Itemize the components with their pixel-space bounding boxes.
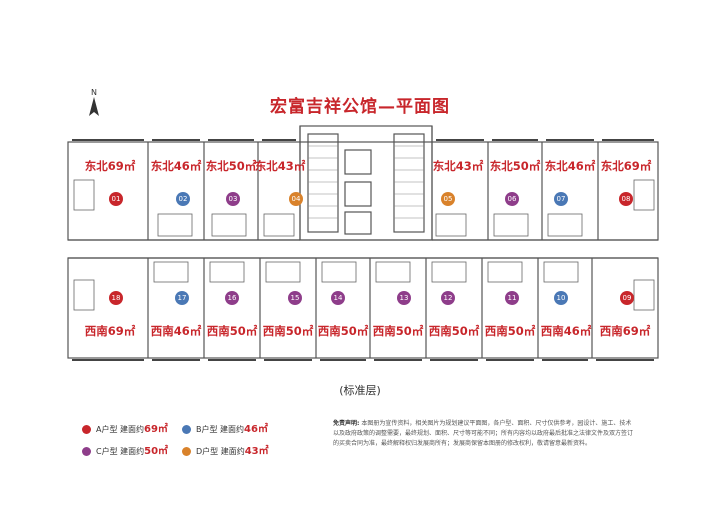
unit-14-badge: 14: [331, 291, 345, 305]
unit-13-badge: 13: [397, 291, 411, 305]
legend-area-d: 43㎡: [244, 446, 269, 457]
plan-title: 宏富吉祥公馆—平面图: [270, 97, 450, 117]
unit-15-label: 西南50㎡: [262, 324, 314, 338]
unit-12-badge: 12: [441, 291, 455, 305]
legend-item-c: C户型 建面约50㎡: [82, 442, 168, 457]
unit-09-label: 西南69㎡: [599, 324, 651, 338]
legend-label-c: C户型 建面约: [96, 447, 145, 456]
unit-02-badge: 02: [176, 192, 190, 206]
unit-07-label: 东北46㎡: [544, 159, 596, 173]
legend-label-b: B户型 建面约: [196, 425, 245, 434]
unit-12-label: 西南50㎡: [428, 324, 480, 338]
unit-05-badge: 05: [441, 192, 455, 206]
unit-01-label: 东北69㎡: [84, 159, 136, 173]
unit-16-label: 西南50㎡: [206, 324, 258, 338]
floor-label: (标准层): [339, 384, 381, 397]
unit-06-badge: 06: [505, 192, 519, 206]
unit-15-badge: 15: [288, 291, 302, 305]
legend-dot-c: [82, 447, 91, 456]
unit-09-badge: 09: [620, 291, 634, 305]
unit-17-badge: 17: [175, 291, 189, 305]
unit-02-label: 东北46㎡: [150, 159, 202, 173]
unit-11-label: 西南50㎡: [484, 324, 536, 338]
unit-07-badge: 07: [554, 192, 568, 206]
unit-17-label: 西南46㎡: [150, 324, 202, 338]
legend-item-b: B户型 建面约46㎡: [182, 420, 268, 435]
unit-05-label: 东北43㎡: [432, 159, 484, 173]
unit-08-label: 东北69㎡: [600, 159, 652, 173]
unit-18-badge: 18: [109, 291, 123, 305]
legend-label-a: A户型 建面约: [96, 425, 145, 434]
unit-03-label: 东北50㎡: [205, 159, 257, 173]
unit-08-badge: 08: [619, 192, 633, 206]
floor-plan-drawing: [67, 125, 659, 361]
unit-04-label: 东北43㎡: [254, 159, 306, 173]
disclaimer: 免责声明: 本图册为宣传资料，相关图片为规划建议平面图，各户型、面积、尺寸仅供参…: [333, 419, 633, 449]
unit-06-label: 东北50㎡: [489, 159, 541, 173]
unit-10-badge: 10: [554, 291, 568, 305]
unit-16-badge: 16: [225, 291, 239, 305]
legend-area-a: 69㎡: [144, 424, 168, 435]
svg-text:N: N: [91, 88, 97, 97]
unit-type-legend: A户型 建面约69㎡ B户型 建面约46㎡ C户型 建面约50㎡ D户型 建面约…: [82, 420, 322, 460]
north-arrow-icon: N: [89, 88, 99, 116]
legend-item-a: A户型 建面约69㎡: [82, 420, 168, 435]
legend-area-c: 50㎡: [144, 446, 169, 457]
disclaimer-text: 本图册为宣传资料，相关图片为规划建议平面图，各户型、面积、尺寸仅供参考，园设计、…: [333, 420, 634, 447]
legend-dot-a: [82, 425, 91, 434]
unit-18-label: 西南69㎡: [84, 324, 136, 338]
unit-10-label: 西南46㎡: [540, 324, 592, 338]
legend-area-b: 46㎡: [244, 424, 268, 435]
legend-label-d: D户型 建面约: [196, 447, 245, 456]
unit-04-badge: 04: [289, 192, 303, 206]
unit-01-badge: 01: [109, 192, 123, 206]
disclaimer-title: 免责声明:: [333, 420, 360, 427]
unit-14-label: 西南50㎡: [317, 324, 369, 338]
legend-item-d: D户型 建面约43㎡: [182, 442, 269, 457]
unit-03-badge: 03: [226, 192, 240, 206]
legend-dot-d: [182, 447, 191, 456]
unit-11-badge: 11: [505, 291, 519, 305]
legend-dot-b: [182, 425, 191, 434]
unit-13-label: 西南50㎡: [372, 324, 424, 338]
